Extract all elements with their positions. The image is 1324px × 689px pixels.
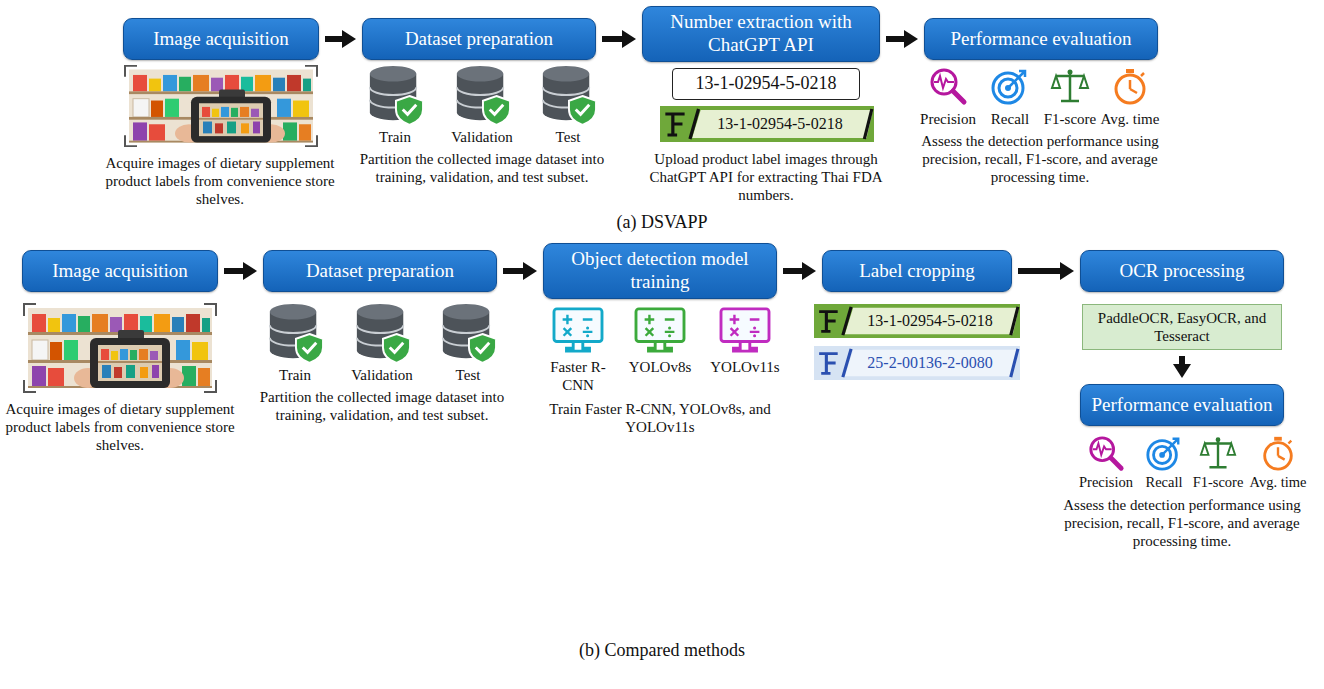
metric-label: Avg. time xyxy=(1246,474,1310,491)
flow-arrow xyxy=(783,268,802,274)
process-box: Dataset preparation xyxy=(362,18,596,60)
model-icon xyxy=(636,309,684,351)
database-icon xyxy=(543,66,596,125)
f1-icon xyxy=(1201,437,1235,467)
recall-icon xyxy=(1148,439,1178,469)
box-text: Object detection model training xyxy=(550,248,770,294)
time-icon xyxy=(1116,69,1144,103)
step-description: Train Faster R-CNN, YOLOv8s, and YOLOv11… xyxy=(545,400,775,436)
subset-label: Train xyxy=(255,366,335,384)
label-band xyxy=(845,350,1019,376)
shelf-photo xyxy=(24,304,216,392)
database-icon xyxy=(370,66,423,125)
database-icon xyxy=(443,304,496,363)
subset-label: Test xyxy=(428,366,508,384)
label-ground xyxy=(814,346,1020,380)
metric-label: Precision xyxy=(913,110,983,128)
box-text: OCR processing xyxy=(1119,260,1244,283)
model-label: YOLOv8s xyxy=(620,358,700,376)
step-description: Partition the collected image dataset in… xyxy=(239,388,525,424)
precision-icon xyxy=(932,70,964,102)
label-band xyxy=(692,110,873,138)
box-text: Dataset preparation xyxy=(405,28,553,51)
process-box: Image acquisition xyxy=(22,250,218,292)
fda-label-image: 13-1-02954-5-0218 xyxy=(660,106,874,142)
database-icon xyxy=(457,66,510,125)
model-icon xyxy=(554,309,602,351)
subset-label: Test xyxy=(528,128,608,146)
metric-label: F1-score xyxy=(1035,110,1105,128)
flow-arrow xyxy=(602,36,622,42)
f1-icon xyxy=(1052,70,1088,102)
step-description: Assess the detection performance using p… xyxy=(1057,496,1307,550)
label-slash xyxy=(843,307,1018,335)
time-icon xyxy=(1265,437,1292,469)
box-text: Number extraction with ChatGPT API xyxy=(649,11,873,57)
process-box: Image acquisition xyxy=(123,18,319,60)
flow-arrow xyxy=(503,268,523,274)
process-box: OCR processing xyxy=(1080,250,1284,292)
number-box: 13-1-02954-5-0218 xyxy=(672,68,860,100)
fda-label-image: 25-2-00136-2-0080 xyxy=(814,346,1020,380)
box-text: Dataset preparation xyxy=(306,260,454,283)
step-description: Upload product label images through Chat… xyxy=(648,150,884,204)
precision-icon xyxy=(1091,438,1121,468)
box-text: Label cropping xyxy=(859,260,975,283)
metric-label: Recall xyxy=(1132,474,1196,491)
fda-logo xyxy=(819,354,838,374)
subset-label: Validation xyxy=(442,128,522,146)
label-slash xyxy=(843,349,1018,377)
process-box: Object detection model training xyxy=(543,243,777,299)
flow-arrow xyxy=(325,36,342,42)
model-icon xyxy=(721,309,769,351)
label-ground xyxy=(814,304,1020,338)
metric-label: Recall xyxy=(975,110,1045,128)
subset-label: Validation xyxy=(342,366,422,384)
process-box: Number extraction with ChatGPT API xyxy=(642,6,880,62)
process-box: Performance evaluation xyxy=(924,18,1158,60)
step-description: Acquire images of dietary supplement pro… xyxy=(105,154,335,208)
step-description: Partition the collected image dataset in… xyxy=(339,150,625,186)
shelf-photo xyxy=(125,66,317,146)
flow-arrow xyxy=(1179,356,1185,364)
database-icon xyxy=(270,304,323,363)
metric-label: F1-score xyxy=(1186,474,1250,491)
box-text: Image acquisition xyxy=(153,28,289,51)
box-text: Image acquisition xyxy=(52,260,188,283)
label-band xyxy=(845,308,1019,334)
box-text: 25-2-00136-2-0080 xyxy=(867,353,992,372)
box-text: 13-1-02954-5-0218 xyxy=(867,311,992,330)
figure-caption: (b) Compared methods xyxy=(512,640,812,662)
box-text: 13-1-02954-5-0218 xyxy=(717,114,842,133)
box-text: Performance evaluation xyxy=(1092,394,1273,417)
label-ground xyxy=(660,106,874,142)
recall-icon xyxy=(993,71,1025,103)
box-text: PaddleOCR, EasyOCR, and Tesseract xyxy=(1089,309,1275,345)
metric-label: Precision xyxy=(1074,474,1138,491)
subset-label: Train xyxy=(355,128,435,146)
ocr-engine-box: PaddleOCR, EasyOCR, and Tesseract xyxy=(1082,304,1282,350)
step-description: Acquire images of dietary supplement pro… xyxy=(5,400,235,454)
process-box: Dataset preparation xyxy=(263,250,497,292)
fda-label-image: 13-1-02954-5-0218 xyxy=(814,304,1020,338)
figure-caption: (a) DSVAPP xyxy=(512,212,812,234)
step-description: Assess the detection performance using p… xyxy=(905,132,1175,186)
box-text: Performance evaluation xyxy=(951,28,1132,51)
model-label: Faster R-CNN xyxy=(542,358,614,394)
process-box: Label cropping xyxy=(822,250,1012,292)
flow-arrow xyxy=(1018,268,1060,274)
box-text: 13-1-02954-5-0218 xyxy=(696,73,837,95)
fda-logo xyxy=(819,312,838,332)
database-icon xyxy=(357,304,410,363)
fda-logo xyxy=(665,114,684,135)
process-box: Performance evaluation xyxy=(1080,384,1284,426)
model-label: YOLOv11s xyxy=(705,358,785,376)
flow-arrow xyxy=(886,36,904,42)
metric-label: Avg. time xyxy=(1095,110,1165,128)
flow-arrow xyxy=(224,268,243,274)
label-slash xyxy=(690,109,872,139)
